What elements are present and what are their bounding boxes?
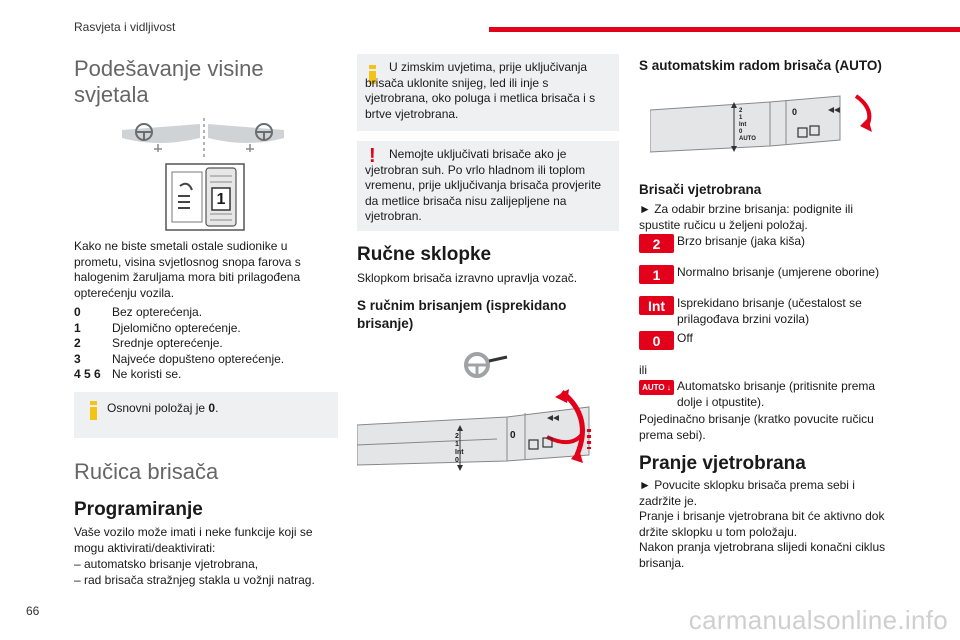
rear-wiper-icons <box>528 415 559 450</box>
programming-title: Programiranje <box>74 499 203 520</box>
headlamp-illustration <box>122 118 284 231</box>
headlamp-title: Podešavanje visine svjetala <box>74 56 264 107</box>
auto-rear-wiper-off-label: 0 <box>792 107 798 117</box>
warning-icon: ! <box>369 145 376 167</box>
info-icon <box>369 65 376 84</box>
dry-windscreen-warning: ! Nemojte uključivati brisače ako je vje… <box>357 141 619 231</box>
speed-badge: 2 <box>639 234 674 253</box>
auto-wipe-title: S automatskim radom brisača (AUTO) <box>639 58 882 73</box>
speed-badge: 0 <box>639 331 674 350</box>
or-text: ili <box>639 363 647 377</box>
headlamp-intro: Kako ne biste smetali ostale sudionike u… <box>74 239 301 300</box>
list-item: – rad brisača stražnjeg stakla u vožnji … <box>74 572 315 587</box>
list-item: 2 Brzo brisanje (jaka kiša) <box>639 234 929 265</box>
rear-wiper-off-label: 0 <box>510 430 516 441</box>
auto-wiper-stalk-illustration <box>650 94 872 153</box>
auto-wipe-item: AUTO ↓ Automatsko brisanje (pritisnite p… <box>639 379 929 410</box>
auto-stalk-positions: 2 1 Int 0 AUTO <box>739 108 756 142</box>
programming-text: Vaše vozilo može imati i neke funkcije k… <box>74 525 313 555</box>
speed-badge: Int <box>639 296 674 315</box>
windscreen-wipers-text: ► Za odabir brzine brisanja: podignite i… <box>639 202 853 232</box>
manual-wiper-stalk-illustration <box>357 352 591 471</box>
windscreen-wipers-title: Brisači vjetrobrana <box>639 182 762 197</box>
washing-text: ► Povucite sklopku brisača prema sebi i … <box>639 478 886 570</box>
manual-stalk-positions: 2 1 Int 0 <box>455 433 464 464</box>
auto-badge: AUTO ↓ <box>639 380 674 395</box>
manual-switches-text: Sklopkom brisača izravno upravlja vozač. <box>357 271 578 285</box>
headlamp-dial-value: 1 <box>216 191 226 208</box>
headlamp-beam-low-illustration <box>122 123 200 152</box>
header-accent-bar <box>489 27 960 32</box>
programming-list: – automatsko brisanje vjetrobrana, – rad… <box>74 557 344 588</box>
watermark: carmanualsonline.info <box>688 605 948 635</box>
speed-badge: 1 <box>639 265 674 284</box>
list-item: 1 Normalno brisanje (umjerene oborine) <box>639 265 929 296</box>
steering-wheel-icon <box>464 352 508 378</box>
list-item: Int Isprekidano brisanje (učestalost se … <box>639 296 929 331</box>
info-icon <box>90 401 97 420</box>
headlamp-beam-high-illustration <box>208 123 284 152</box>
single-wipe-text: Pojedinačno brisanje (kratko povucite ru… <box>639 412 874 442</box>
headlamp-dial <box>165 163 245 231</box>
list-item: 0 Off <box>639 331 929 353</box>
section-title: Rasvjeta i vidljivost <box>74 20 176 34</box>
headlamp-info-note: Osnovni položaj je 0. <box>74 392 338 438</box>
manual-wipe-title: S ručnim brisanjem (isprekidano brisanje… <box>357 298 567 331</box>
wipe-speed-list: 2 Brzo brisanje (jaka kiša) 1 Normalno b… <box>639 234 929 353</box>
manual-switches-title: Ručne sklopke <box>357 244 492 265</box>
page-number: 66 <box>26 604 40 618</box>
list-item: – automatsko brisanje vjetrobrana, <box>74 557 259 571</box>
winter-info-note: U zimskim uvjetima, prije uključivanja b… <box>357 54 619 131</box>
washing-title: Pranje vjetrobrana <box>639 453 806 474</box>
wipers-title: Ručica brisača <box>74 459 219 484</box>
